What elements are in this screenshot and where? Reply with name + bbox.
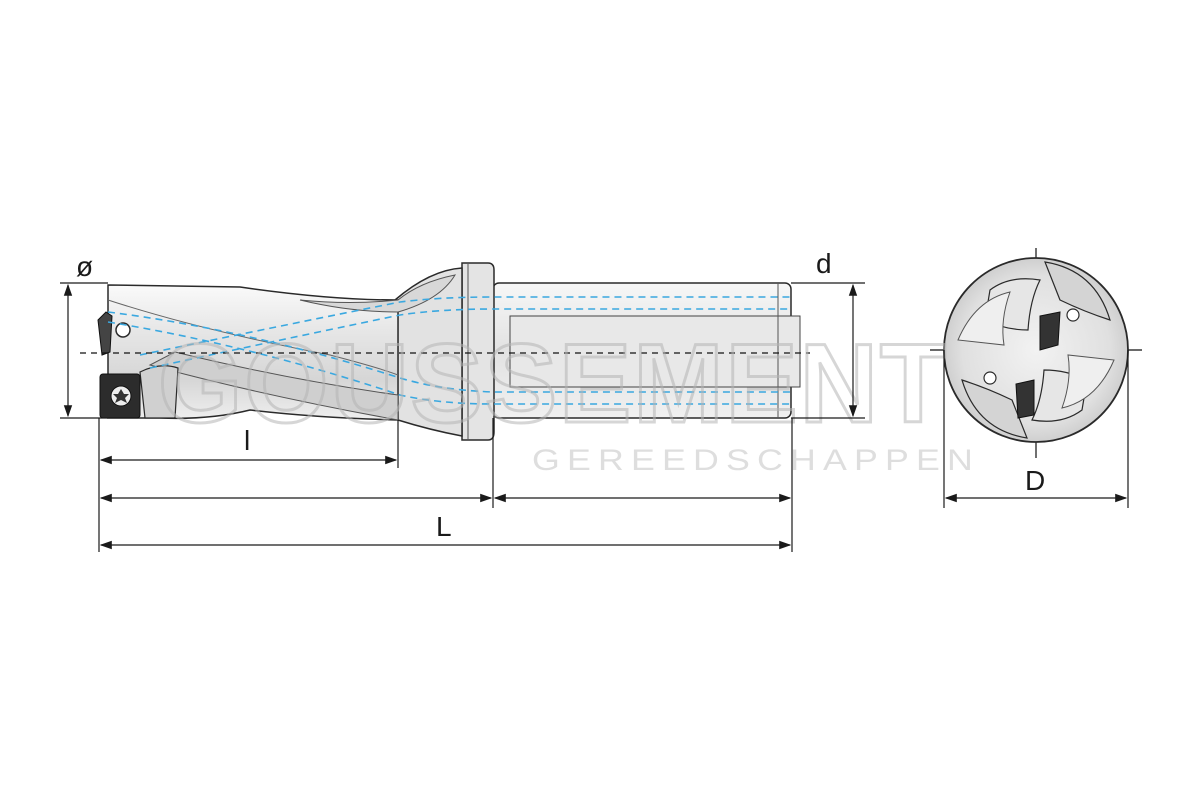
label-l: l bbox=[244, 425, 250, 456]
end-coolant-hole-icon-2 bbox=[983, 371, 997, 385]
top-insert bbox=[97, 311, 113, 356]
drill-side-view bbox=[80, 262, 810, 441]
torx-screw-icon bbox=[110, 385, 132, 407]
label-d: d bbox=[816, 248, 832, 279]
pocket-lower bbox=[139, 365, 179, 419]
drill-end-view bbox=[930, 248, 1142, 458]
watermark-tagline: GEREEDSCHAPPEN bbox=[532, 444, 980, 477]
end-insert-bottom bbox=[1015, 379, 1035, 419]
helical-flute-lower bbox=[148, 351, 399, 421]
watermark-brand: GOUSSEMENT bbox=[158, 321, 948, 446]
shank-flat bbox=[509, 315, 801, 388]
watermark: GOUSSEMENT GEREEDSCHAPPEN bbox=[157, 320, 980, 478]
helical-flute-upper bbox=[299, 274, 457, 313]
dimensions bbox=[60, 282, 1129, 552]
coolant-channels bbox=[107, 296, 791, 405]
label-L: L bbox=[436, 511, 452, 542]
flange-collar bbox=[461, 262, 495, 441]
label-D: D bbox=[1025, 465, 1045, 496]
end-coolant-hole-icon bbox=[1066, 308, 1080, 322]
label-shank-diameter: ø bbox=[76, 251, 93, 282]
coolant-hole-icon bbox=[115, 322, 131, 338]
end-insert-top bbox=[1039, 311, 1061, 351]
